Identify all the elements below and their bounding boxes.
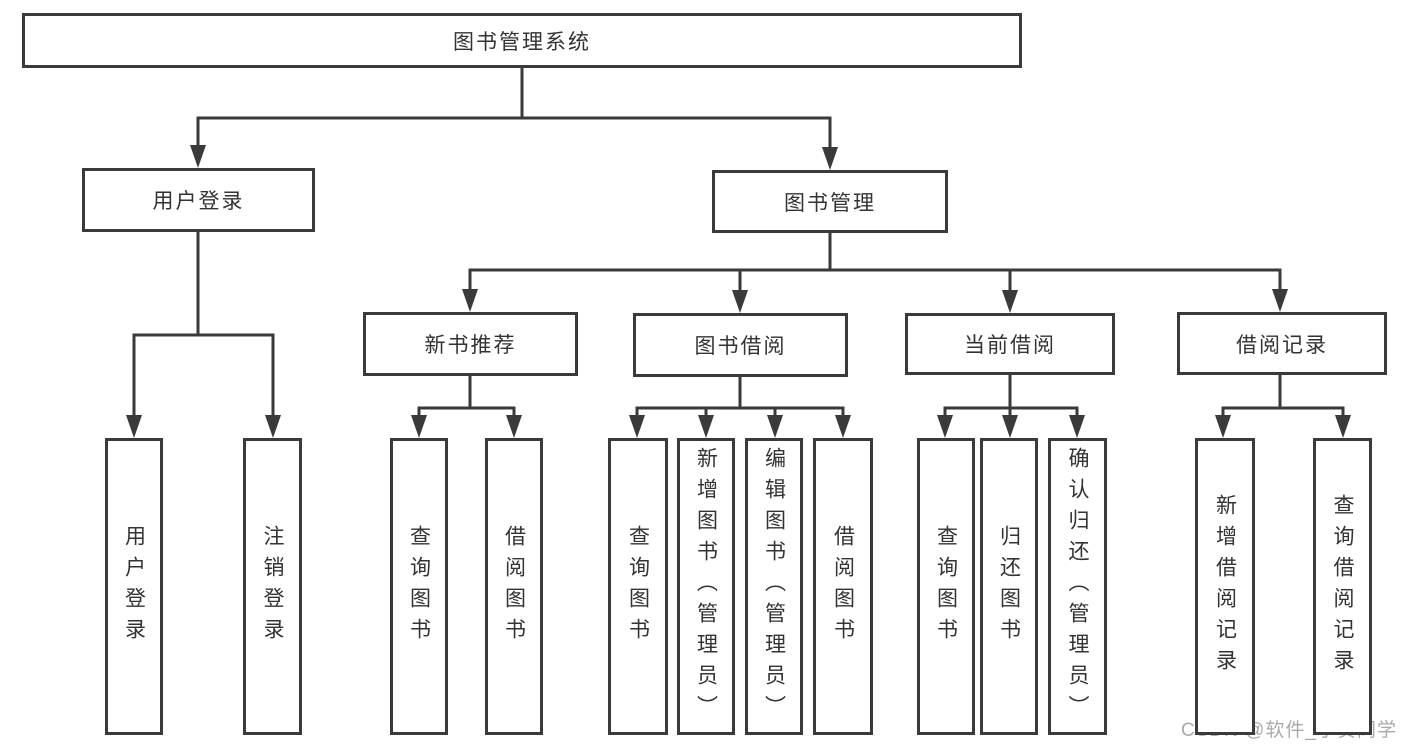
node-label-new-book-recommend: 新书推荐 [424,334,517,357]
node-borrowing-records: 借阅记录 [1177,312,1387,375]
node-label-book-management: 图书管理 [784,191,876,215]
node-leaf-user-login: 用户登录 [105,438,163,735]
node-leaf-return-books: 归还图书 [980,438,1038,735]
node-leaf-logout: 注销登录 [243,438,302,735]
node-book-borrowing: 图书借阅 [633,313,848,377]
node-label-leaf-logout: 注销登录 [261,524,284,649]
node-label-leaf-confirm-return: 确认归还（管理员） [1066,447,1089,726]
node-label-book-borrowing: 图书借阅 [694,335,787,358]
node-label-leaf-add-books: 新增图书（管理员） [694,447,718,726]
node-user-login: 用户登录 [82,168,315,232]
node-new-book-recommend: 新书推荐 [363,312,578,376]
node-label-leaf-return-books: 归还图书 [997,524,1021,649]
node-label-root: 图书管理系统 [453,30,591,54]
node-label-borrowing-records: 借阅记录 [1236,333,1328,357]
node-label-leaf-query-books-1: 查询图书 [407,524,431,649]
node-leaf-confirm-return: 确认归还（管理员） [1048,438,1107,735]
node-label-leaf-edit-books: 编辑图书（管理员） [762,447,786,726]
node-current-borrowing: 当前借阅 [905,313,1115,375]
node-label-current-borrowing: 当前借阅 [964,334,1056,357]
node-label-leaf-borrow-books-2: 借阅图书 [831,524,855,649]
node-label-leaf-add-borrow-rec: 新增借阅记录 [1213,493,1237,680]
node-label-user-login: 用户登录 [152,190,245,213]
node-leaf-borrow-books-2: 借阅图书 [813,438,873,735]
node-leaf-add-borrow-rec: 新增借阅记录 [1195,438,1255,735]
node-label-leaf-user-login: 用户登录 [122,524,146,649]
node-leaf-add-books: 新增图书（管理员） [677,438,735,735]
node-root: 图书管理系统 [22,13,1022,68]
node-leaf-borrow-books-1: 借阅图书 [485,438,543,735]
node-book-management: 图书管理 [712,170,948,233]
node-label-leaf-query-books-3: 查询图书 [934,524,958,649]
node-leaf-query-books-2: 查询图书 [608,438,668,735]
node-label-leaf-query-borrow-rec: 查询借阅记录 [1331,493,1354,680]
node-label-leaf-query-books-2: 查询图书 [626,524,650,649]
node-leaf-edit-books: 编辑图书（管理员） [745,438,803,735]
node-leaf-query-borrow-rec: 查询借阅记录 [1313,438,1372,735]
node-label-leaf-borrow-books-1: 借阅图书 [502,524,526,649]
node-leaf-query-books-3: 查询图书 [917,438,975,735]
node-leaf-query-books-1: 查询图书 [390,438,448,735]
